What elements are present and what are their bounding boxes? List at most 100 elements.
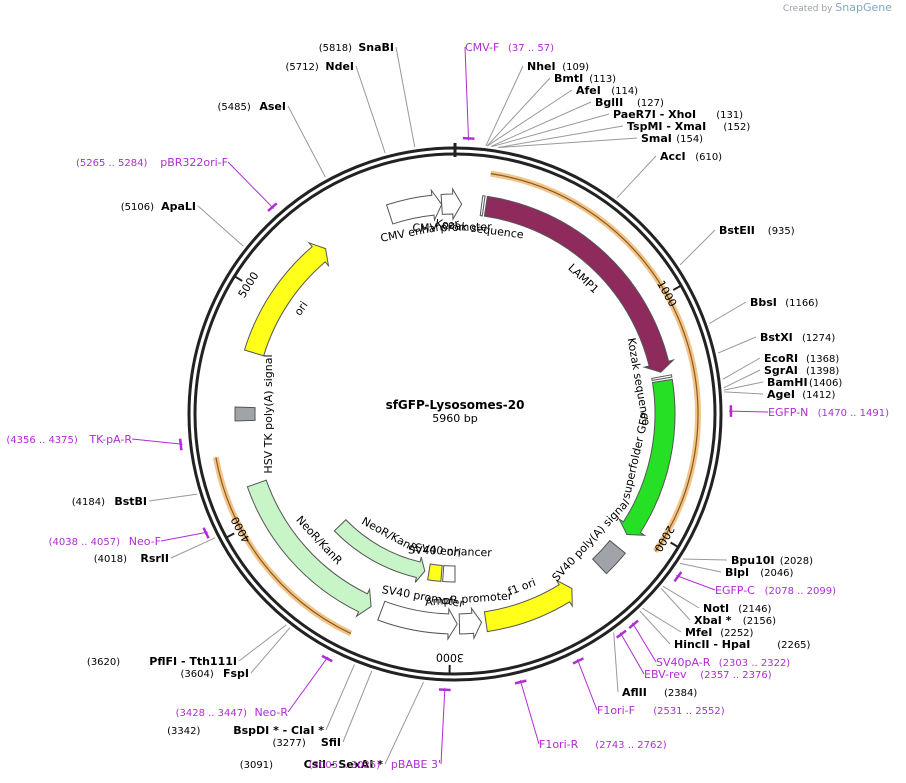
primer-range: (3005 .. 3025) (309, 760, 381, 771)
enzyme-name: AseI (259, 100, 286, 113)
enzyme-position: (2384) (664, 688, 697, 699)
primer-name: SV40pA-R (656, 656, 711, 669)
enzyme-position: (3604) (181, 669, 214, 680)
primer-binding-mark (321, 654, 333, 663)
enzyme-name: SfiI (321, 736, 341, 749)
enzyme-position: (3091) (240, 760, 273, 771)
enzyme-position: (131) (716, 110, 743, 121)
enzyme-label: SnaBI(5818) (319, 41, 394, 54)
primer-binding-mark (267, 202, 278, 212)
enzyme-name: AgeI (767, 388, 795, 401)
enzyme-leader (250, 627, 291, 674)
enzyme-label: BstEII(935) (719, 224, 795, 237)
enzyme-label: AflII (2384) (622, 686, 697, 699)
enzyme-leader (395, 46, 416, 148)
enzyme-leader (490, 101, 592, 147)
primer-range: (2078 .. 2099) (765, 586, 837, 597)
enzyme-leader (498, 137, 638, 149)
enzyme-leader (287, 105, 326, 178)
primer-binding-mark (514, 679, 527, 685)
enzyme-label: AfeI(114) (576, 84, 638, 97)
feature-kozak-sequence-2 (651, 374, 673, 382)
plasmid-center-label: sfGFP-Lysosomes-20 5960 bp (386, 398, 525, 425)
enzyme-label: FspI(3604) (181, 667, 249, 680)
primer-leader (464, 46, 470, 141)
feature-label: AmpR promoter (425, 589, 514, 608)
primer-label: EGFP-N(1470 .. 1491) (768, 406, 889, 419)
enzyme-name: EcoRI (764, 352, 798, 365)
enzyme-position: (4184) (72, 497, 105, 508)
enzyme-name: AccI (660, 150, 686, 163)
enzyme-leader (148, 493, 198, 502)
enzyme-position: (2252) (720, 628, 753, 639)
enzyme-name: BstXI (760, 331, 793, 344)
enzyme-name: AflII (622, 686, 647, 699)
plasmid-name: sfGFP-Lysosomes-20 (386, 398, 525, 412)
primer-name: pBABE 3' (391, 758, 441, 771)
enzyme-position: (109) (562, 62, 589, 73)
enzyme-position: (935) (768, 226, 795, 237)
primer-leader (631, 622, 657, 663)
enzyme-leader (487, 89, 573, 147)
tick-mark (670, 541, 679, 549)
enzyme-label: AccI (610) (660, 150, 722, 163)
tick-label: 5000 (236, 270, 262, 301)
enzyme-label: PaeR7I - XhoI(131) (613, 108, 743, 121)
primer-binding-mark (673, 571, 683, 583)
enzyme-leader (682, 558, 728, 561)
primer-name: F1ori-R (539, 738, 579, 751)
enzyme-label: CsiI - SexAI * (3091) (240, 758, 384, 771)
primer-leader (576, 658, 598, 711)
snapgene-logo: SnapGene (835, 1, 892, 14)
enzyme-name: CsiI - SexAI * (304, 758, 384, 771)
enzyme-label: NotI(2146) (703, 602, 772, 615)
primer-range: (5265 .. 5284) (76, 158, 148, 169)
primer-name: CMV-F (465, 41, 499, 54)
enzyme-leader (497, 125, 624, 148)
primer-binding-mark (616, 629, 627, 639)
enzyme-leader (642, 607, 682, 633)
primer-label: F1ori-F(2531 .. 2552) (597, 704, 725, 717)
enzyme-label: SgrAI(1398) (764, 364, 839, 377)
feature-label: SV40 ori (414, 541, 462, 560)
enzyme-position: (127) (637, 98, 664, 109)
enzyme-position: (152) (723, 122, 750, 133)
enzyme-position: (5818) (319, 43, 352, 54)
primer-range: (2743 .. 2762) (595, 740, 667, 751)
feature-ori (243, 241, 330, 357)
primer-range: (3428 .. 3447) (176, 708, 248, 719)
enzyme-position: (1412) (802, 390, 835, 401)
primer-range: (2303 .. 2322) (719, 658, 791, 669)
enzyme-name: BamHI (767, 376, 808, 389)
plasmid-backbone (187, 143, 723, 682)
enzyme-label: ApaLI(5106) (121, 200, 196, 213)
enzyme-leader (342, 670, 373, 743)
enzyme-label: BstXI(1274) (760, 331, 835, 344)
primer-label: Neo-R(3428 .. 3447) (176, 706, 289, 719)
watermark-prefix: Created by (782, 4, 833, 14)
primer-label: Neo-F(4038 .. 4057) (49, 535, 161, 548)
enzyme-name: PflFI - Tth111I (149, 655, 237, 668)
enzyme-label: SmaI(154) (641, 132, 703, 145)
primer-leader (160, 531, 208, 542)
primer-name: TK-pA-R (88, 433, 132, 446)
enzyme-name: ApaLI (161, 200, 196, 213)
enzyme-position: (2146) (738, 604, 771, 615)
feature-cmv-promoter (440, 187, 463, 221)
primer-name: EGFP-N (768, 406, 808, 419)
enzyme-name: HincII - HpaI (674, 638, 750, 651)
primer-label: pBABE 3' (3005 .. 3025) (309, 758, 441, 771)
primer-label: F1ori-R (2743 .. 2762) (539, 738, 667, 751)
enzyme-position: (610) (695, 152, 722, 163)
enzyme-position: (3277) (273, 738, 306, 749)
enzyme-label: Bpu10I(2028) (731, 554, 813, 567)
feature-label: SV40 enhancer (408, 543, 493, 559)
enzyme-leader (485, 65, 524, 146)
enzyme-name: NdeI (325, 60, 354, 73)
enzyme-name: BmtI (554, 72, 583, 85)
primer-binding-mark (572, 657, 584, 665)
enzyme-leader (717, 336, 757, 354)
enzyme-leader (662, 585, 700, 609)
enzyme-leader (486, 77, 551, 147)
